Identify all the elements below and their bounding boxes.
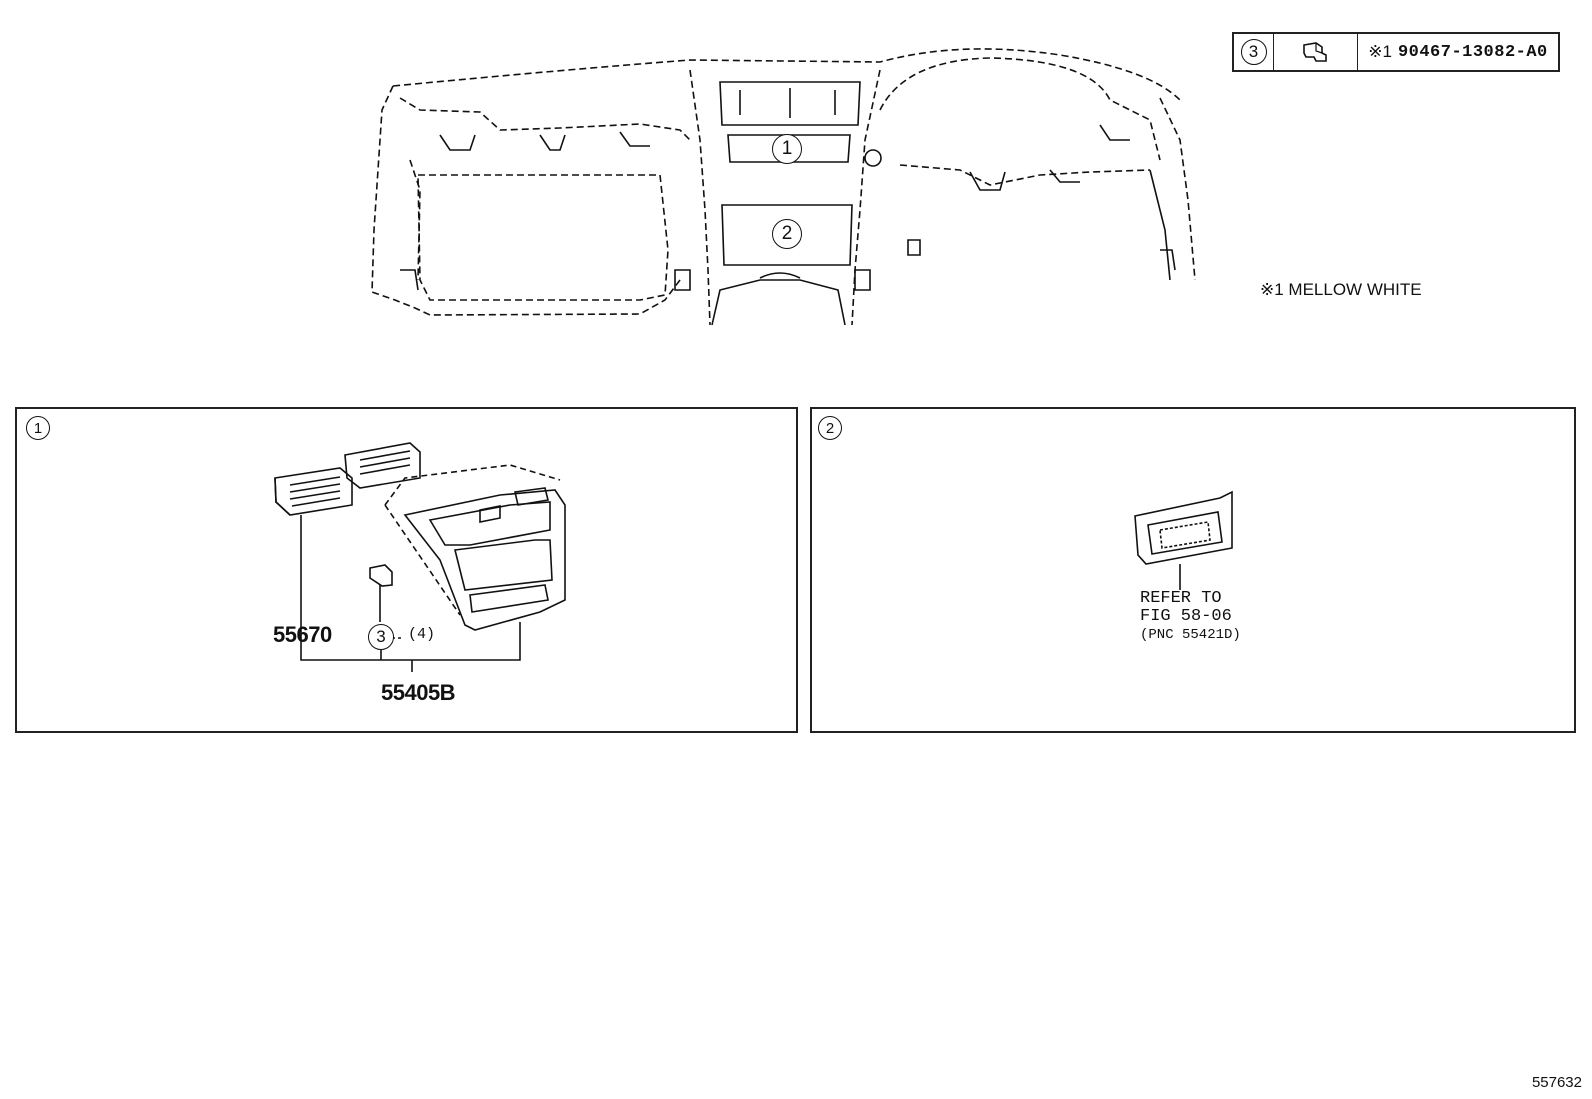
- part-legend-table: 3 ※1 90467-13082-A0: [1232, 32, 1560, 72]
- legend-part-cell: ※1 90467-13082-A0: [1358, 34, 1558, 70]
- detail-panel-1: [15, 407, 798, 733]
- legend-ref-callout[interactable]: 3: [1240, 39, 1267, 65]
- refer-line-3: (PNC 55421D): [1140, 627, 1241, 643]
- note-marker: ※1: [1368, 42, 1392, 61]
- panel-1-index: 1: [26, 416, 50, 440]
- legend-part-number[interactable]: 90467-13082-A0: [1397, 42, 1548, 62]
- refer-text-block: REFER TO FIG 58-06 (PNC 55421D): [1140, 590, 1241, 644]
- part-number-vent[interactable]: 55670: [273, 622, 332, 647]
- overview-callout-2[interactable]: 2: [772, 219, 802, 249]
- overview-callout-1[interactable]: 1: [772, 134, 802, 164]
- legend-ref-cell: 3: [1234, 34, 1274, 70]
- detail-panel-2: [810, 407, 1576, 733]
- illustration-id: 557632: [1531, 1074, 1582, 1091]
- refer-line-2[interactable]: FIG 58-06: [1140, 607, 1232, 626]
- part-number-assembly[interactable]: 55405B: [381, 680, 456, 705]
- clip-ref-callout[interactable]: 3: [368, 624, 394, 650]
- clip-icon: [1302, 42, 1327, 62]
- legend-icon-cell: [1274, 34, 1358, 70]
- clip-quantity: (4): [408, 626, 436, 643]
- panel-2-index: 2: [818, 416, 842, 440]
- refer-line-1: REFER TO: [1140, 589, 1222, 608]
- color-note: ※1 MELLOW WHITE: [1260, 280, 1422, 299]
